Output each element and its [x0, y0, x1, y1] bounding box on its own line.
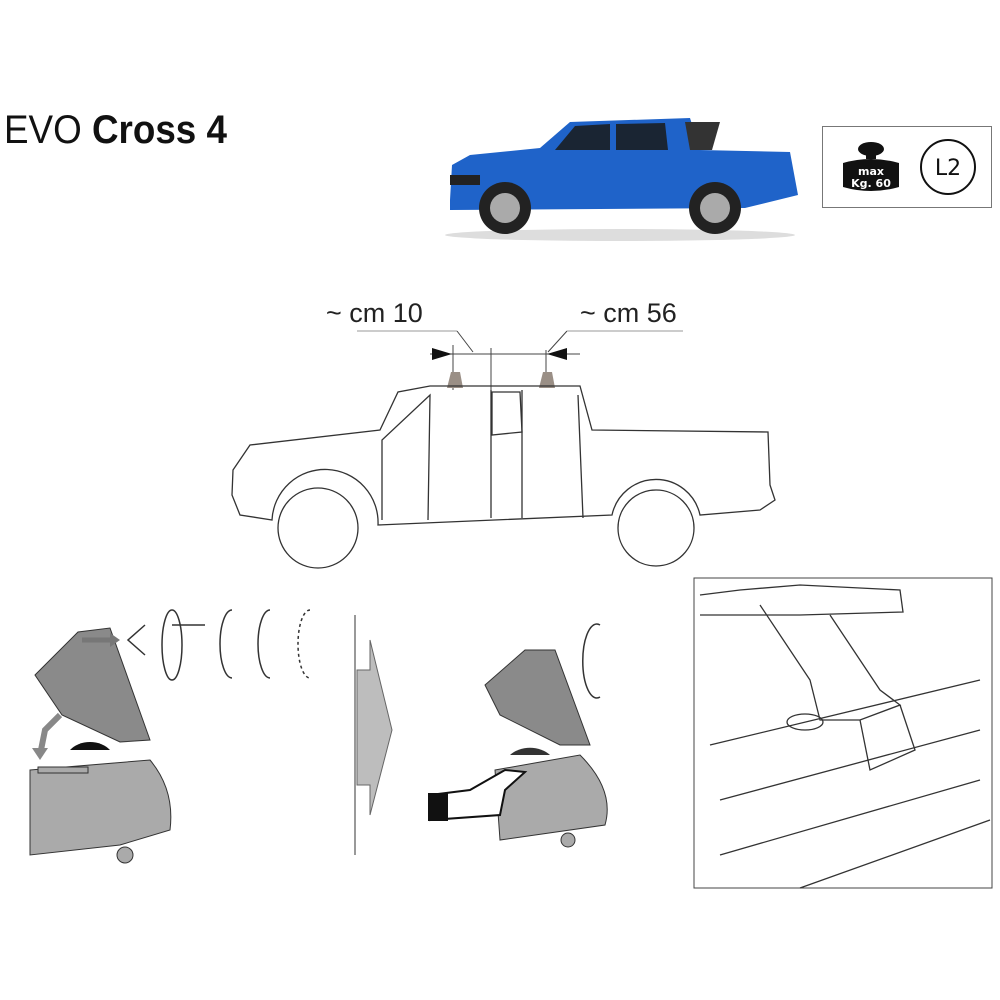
step-2-press-button: [428, 649, 608, 848]
fitting-detail: [693, 577, 993, 889]
truck-photo: [445, 118, 798, 241]
fit-code-circle: [920, 139, 976, 195]
dimension-lines: [357, 330, 683, 390]
step-1-remove-cover: [29, 627, 172, 864]
front-offset-label: ~ cm 10: [326, 298, 423, 328]
weight-value-label: Kg. 60: [851, 177, 891, 190]
fit-code-label: L2: [935, 156, 961, 181]
rear-foot: [539, 372, 555, 388]
next-step-arrow: [356, 639, 393, 816]
rotation-arrows: [126, 609, 601, 699]
front-foot: [447, 372, 463, 388]
weight-max-label: max: [858, 165, 884, 178]
weight-icon: max Kg. 60 L2: [843, 139, 976, 195]
truck-outline: [231, 385, 776, 569]
bar-spacing-label: ~ cm 56: [580, 298, 677, 328]
product-title: EVO Cross 4: [4, 108, 227, 152]
specs-badge: max Kg. 60 L2: [822, 126, 992, 208]
